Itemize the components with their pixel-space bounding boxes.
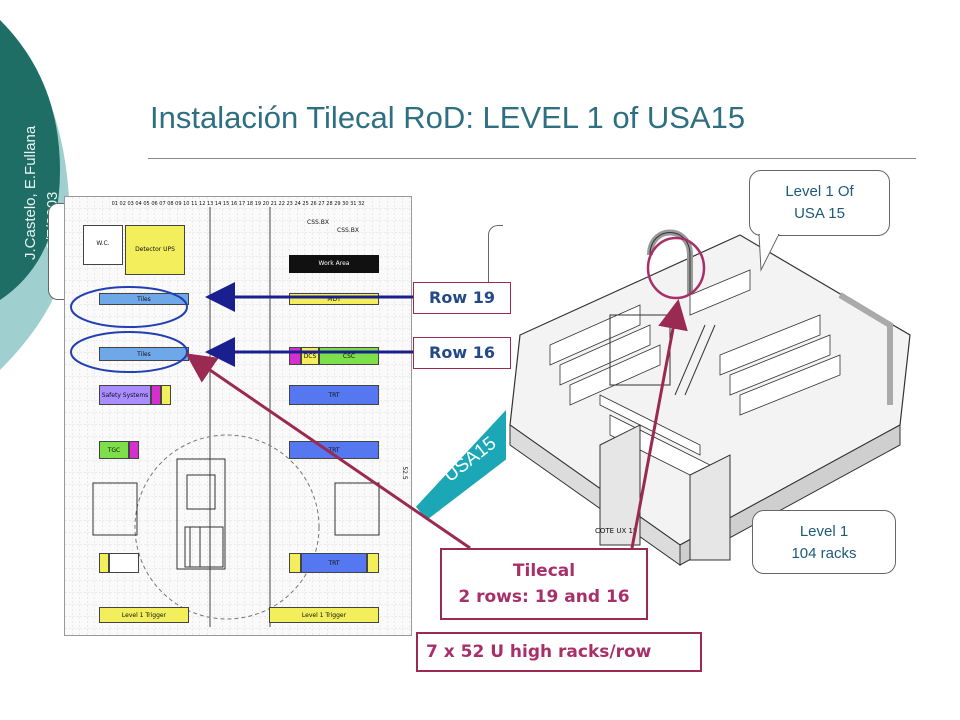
- floor-plan: 01 02 03 04 05 06 07 08 09 10 11 12 13 1…: [64, 196, 412, 636]
- tilecal-line1: Tilecal: [512, 561, 576, 581]
- level1-highlight-circle: [646, 236, 706, 300]
- tilecal-line2: 2 rows: 19 and 16: [458, 587, 630, 607]
- tgc-magenta-block: [129, 441, 139, 459]
- plan-grid-labels: 01 02 03 04 05 06 07 08 09 10 11 12 13 1…: [111, 201, 365, 207]
- callout-left-frame: [488, 225, 503, 286]
- tilecal-pointer-left: [185, 353, 471, 550]
- level1-trigger-right: Level 1 Trigger: [269, 607, 379, 623]
- safety-systems-block: Safety Systems: [99, 385, 151, 405]
- trt-block-1: TRT: [289, 385, 379, 405]
- detector-ups-block: Detector UPS: [125, 225, 185, 275]
- left-white-rack: [109, 553, 139, 573]
- callout-top-line2: USA 15: [794, 205, 845, 222]
- tilecal-highlight-ovals: [70, 286, 188, 373]
- right-yellow-small-1: [289, 553, 301, 573]
- tgc-block: TGC: [99, 441, 129, 459]
- trt-block-3: TRT: [301, 553, 367, 573]
- row19-label: Row 19: [413, 282, 511, 314]
- iso-caption: COTE UX 15: [595, 527, 637, 535]
- safety-magenta-block: [151, 385, 161, 405]
- teal-dark-shape: [0, 20, 60, 300]
- level1-trigger-left: Level 1 Trigger: [99, 607, 189, 623]
- level1-of-usa15-callout: Level 1 Of USA 15: [749, 170, 890, 236]
- css-label-1: CSS.BX: [307, 219, 329, 226]
- callout-pointer: [758, 234, 780, 272]
- tiles-row19-block: Tiles: [99, 293, 189, 305]
- oval-row16: [70, 331, 188, 373]
- css-label-2: CSS.BX: [337, 227, 359, 234]
- callout-bottom-line1: Level 1: [799, 523, 849, 540]
- row16-label: Row 16: [413, 337, 511, 369]
- usa15-isometric-view: COTE UX 15: [490, 215, 930, 575]
- work-area-block: Work Area: [289, 255, 379, 273]
- oval-row19: [70, 286, 188, 328]
- page-title: Instalación Tilecal RoD: LEVEL 1 of USA1…: [150, 100, 746, 135]
- level1-racks-callout: Level 1 104 racks: [752, 510, 896, 574]
- title-divider: [148, 158, 916, 159]
- right-yellow-small-2: [367, 553, 379, 573]
- left-yellow-small: [99, 553, 109, 573]
- safety-yellow-block: [161, 385, 171, 405]
- tilecal-pointer-right: [630, 299, 688, 549]
- racks-note: 7 x 52 U high racks/row: [416, 632, 702, 672]
- trt-block-2: TRT: [289, 441, 379, 459]
- callout-bottom-line2: 104 racks: [791, 545, 857, 562]
- callout-top-line1: Level 1 Of: [785, 183, 854, 200]
- wc-block: W.C.: [83, 225, 123, 265]
- tilecal-box: Tilecal 2 rows: 19 and 16: [440, 548, 648, 620]
